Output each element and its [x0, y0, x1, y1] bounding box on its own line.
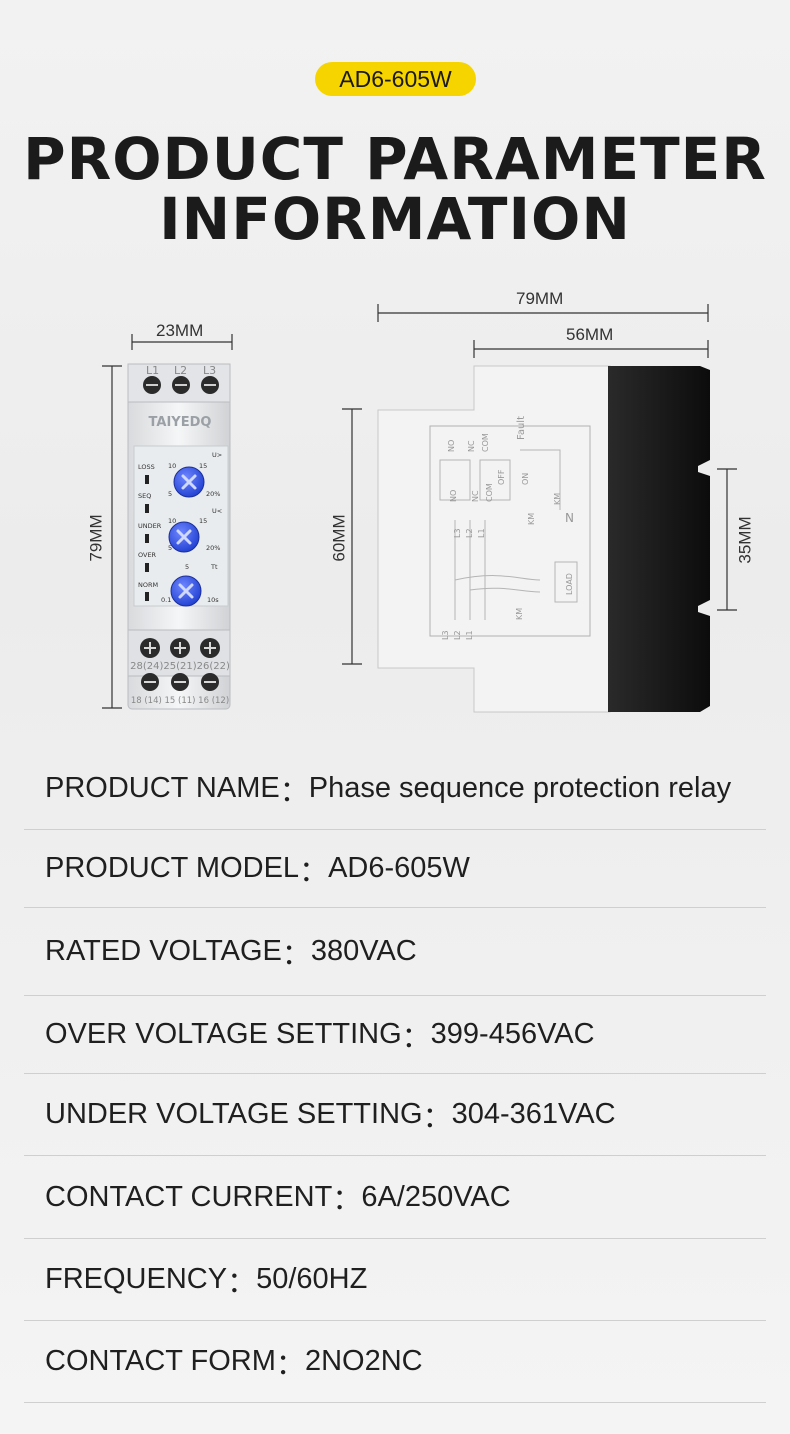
page-title-line1: PRODUCT PARAMETER [23, 125, 767, 193]
svg-text:COM: COM [481, 433, 490, 452]
side-depth-body-label: 56MM [566, 325, 614, 344]
front-width-label: 23MM [156, 321, 204, 340]
spec-row-product-model: PRODUCT MODEL：AD6-605W [24, 830, 766, 908]
svg-text:28(24)25(21)26(22): 28(24)25(21)26(22) [130, 661, 230, 672]
spec-separator: ： [422, 1101, 452, 1134]
svg-text:10: 10 [168, 462, 176, 470]
svg-text:L3: L3 [453, 528, 462, 538]
spec-value: AD6-605W [328, 852, 470, 884]
svg-text:ON: ON [521, 473, 530, 485]
svg-text:L3: L3 [441, 630, 450, 640]
spec-list: PRODUCT NAME：Phase sequence protection r… [24, 748, 766, 1403]
spec-row-contact-form: CONTACT FORM：2NO2NC [24, 1321, 766, 1403]
svg-text:15: 15 [199, 517, 207, 525]
spec-row-rated-voltage: RATED VOLTAGE：380VAC [24, 908, 766, 996]
spec-separator: ： [227, 1266, 257, 1299]
product-diagram: 23MM 79MM 79MM 56MM 60MM 35MM [0, 280, 790, 740]
svg-text:20%: 20% [206, 544, 220, 552]
svg-text:KM: KM [553, 493, 562, 505]
svg-text:U>: U> [212, 451, 222, 459]
svg-text:5: 5 [168, 490, 172, 498]
svg-text:LOAD: LOAD [565, 573, 574, 595]
spec-label: CONTACT CURRENT [45, 1180, 333, 1213]
svg-text:5: 5 [168, 544, 172, 552]
svg-text:NO: NO [447, 440, 456, 452]
side-view: NO NC COM Fault NO NC COM OFF ON KM KM N… [377, 365, 710, 713]
svg-text:UNDER: UNDER [138, 522, 162, 530]
svg-text:LOSS: LOSS [138, 463, 155, 471]
spec-label: OVER VOLTAGE SETTING [45, 1018, 402, 1050]
svg-text:NC: NC [471, 490, 480, 502]
svg-text:L1: L1 [465, 630, 474, 640]
spec-label: PRODUCT MODEL [45, 852, 300, 884]
svg-text:L1: L1 [477, 528, 486, 538]
svg-text:KM: KM [515, 608, 524, 620]
spec-row-under-voltage: UNDER VOLTAGE SETTING：304-361VAC [24, 1074, 766, 1156]
svg-text:0.1: 0.1 [161, 596, 171, 604]
svg-text:U<: U< [212, 507, 222, 515]
spec-separator: ： [332, 1184, 362, 1216]
spec-separator: ： [279, 775, 309, 808]
svg-text:L2: L2 [453, 630, 462, 640]
svg-text:Tt: Tt [210, 563, 218, 571]
spec-separator: ： [299, 855, 329, 888]
svg-text:KM: KM [527, 513, 536, 525]
spec-value: 399-456VAC [430, 1018, 595, 1050]
svg-text:TAIYEDQ: TAIYEDQ [149, 415, 212, 430]
svg-text:COM: COM [485, 483, 494, 502]
spec-row-over-voltage: OVER VOLTAGE SETTING：399-456VAC [24, 996, 766, 1074]
svg-text:20%: 20% [206, 490, 220, 498]
svg-text:18 (14) 15 (11) 16 (12): 18 (14) 15 (11) 16 (12) [131, 696, 229, 706]
spec-label: CONTACT FORM [45, 1345, 276, 1377]
svg-text:SEQ: SEQ [138, 492, 151, 500]
svg-text:5: 5 [185, 563, 189, 571]
spec-value: 50/60HZ [256, 1263, 368, 1295]
svg-text:OFF: OFF [497, 469, 506, 485]
spec-label: RATED VOLTAGE [45, 935, 282, 967]
spec-label: FREQUENCY [45, 1263, 228, 1295]
page-title-line2: INFORMATION [159, 185, 631, 253]
model-badge: AD6-605W [315, 62, 476, 96]
svg-text:10s: 10s [207, 596, 219, 604]
spec-separator: ： [401, 1021, 431, 1054]
spec-label: PRODUCT NAME [45, 772, 280, 804]
spec-value: 304-361VAC [451, 1098, 616, 1130]
spec-row-contact-current: CONTACT CURRENT：6A/250VAC [24, 1156, 766, 1239]
spec-value: 6A/250VAC [361, 1180, 511, 1213]
svg-text:10: 10 [168, 517, 176, 525]
spec-label: UNDER VOLTAGE SETTING [45, 1098, 423, 1130]
spec-value: Phase sequence protection relay [308, 772, 732, 804]
spec-separator: ： [275, 1348, 305, 1381]
svg-text:L3: L3 [203, 364, 216, 377]
svg-text:Fault: Fault [516, 416, 527, 440]
spec-value: 2NO2NC [304, 1345, 423, 1377]
svg-text:L2: L2 [465, 528, 474, 538]
svg-text:NO: NO [449, 490, 458, 502]
svg-text:NORM: NORM [138, 581, 158, 589]
side-depth-total-label: 79MM [516, 289, 564, 308]
svg-text:L2: L2 [174, 364, 187, 377]
spec-value: 380VAC [310, 935, 417, 967]
svg-text:15: 15 [199, 462, 207, 470]
svg-text:N: N [565, 511, 574, 525]
spec-row-product-name: PRODUCT NAME：Phase sequence protection r… [24, 748, 766, 830]
svg-text:NC: NC [467, 440, 476, 452]
spec-separator: ： [281, 938, 311, 971]
spec-row-frequency: FREQUENCY：50/60HZ [24, 1239, 766, 1321]
svg-text:L1: L1 [146, 364, 159, 377]
svg-text:OVER: OVER [138, 551, 157, 559]
